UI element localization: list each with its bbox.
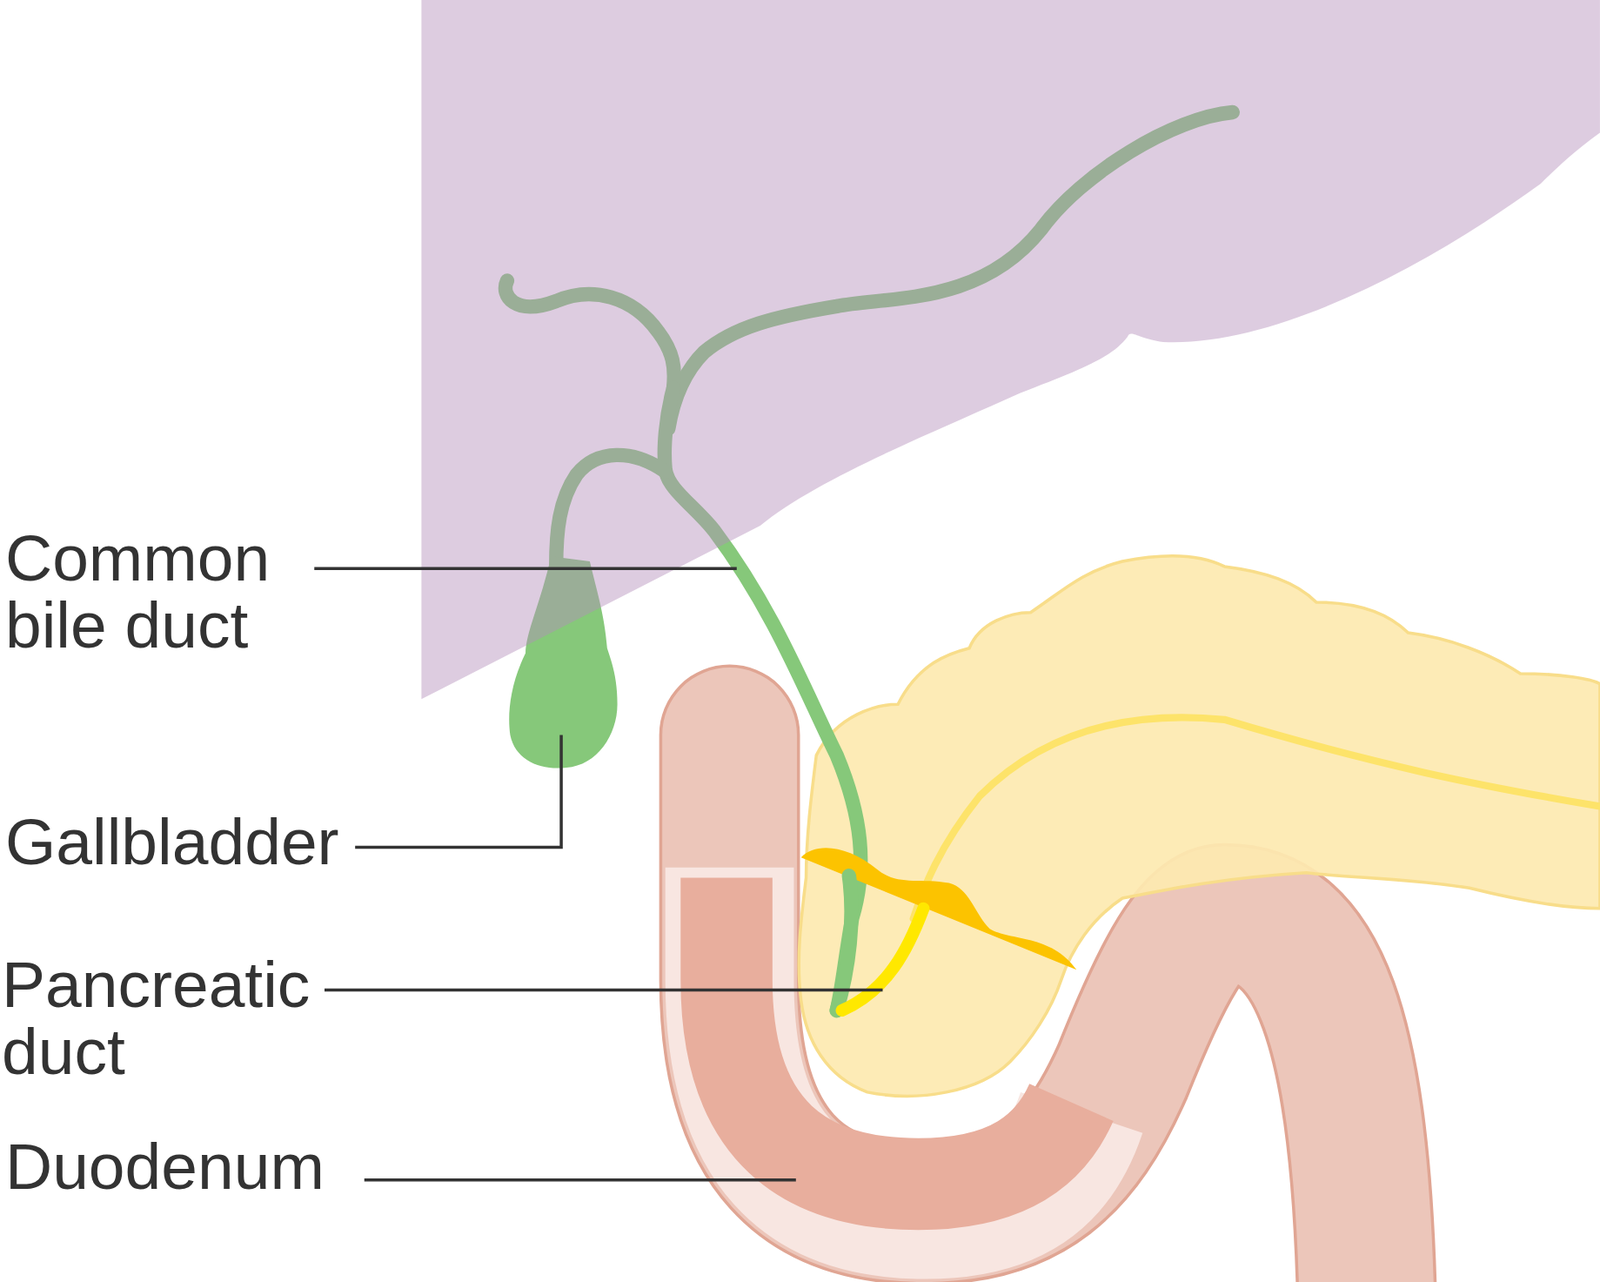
leader-lines <box>314 568 883 1179</box>
pancreatic-duct-label: Pancreatic duct <box>1 950 324 1085</box>
pancreatic-duct-terminal <box>842 908 924 1011</box>
pancreas <box>798 555 1600 1097</box>
duodenum-label: Duodenum <box>5 1132 354 1200</box>
gallbladder-label: Gallbladder <box>5 808 354 876</box>
bile-duct-label: Common bile duct <box>5 524 302 659</box>
liver <box>421 0 1600 699</box>
